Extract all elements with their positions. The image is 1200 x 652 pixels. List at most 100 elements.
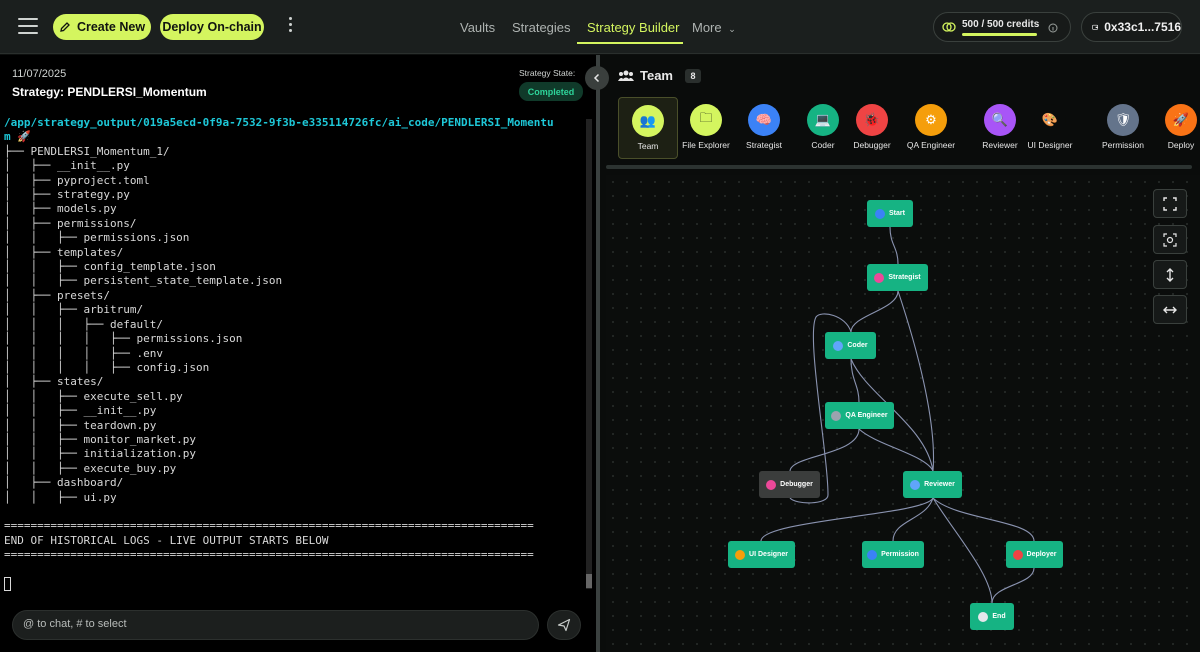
credits-progress-bar (962, 33, 1037, 36)
flow-node-deployer[interactable]: Deployer (1006, 541, 1063, 568)
reviewer-node-icon (910, 479, 921, 490)
flow-edge (858, 428, 934, 472)
horizontal-layout-button[interactable] (1153, 295, 1187, 324)
terminal-panel: 11/07/2025 Strategy: PENDLERSI_Momentum … (0, 55, 596, 652)
agent-qa-engineer[interactable]: ⚙ QA Engineer (901, 97, 961, 159)
uidesigner-node-icon (735, 549, 746, 560)
terminal-lines: ├── PENDLERSI_Momentum_1/ │ ├── __init__… (4, 144, 534, 562)
terminal-output[interactable]: /app/strategy_output/019a5ecd-0f9a-7532-… (4, 116, 590, 596)
panel-divider[interactable] (596, 55, 600, 652)
agent-ui-designer[interactable]: 🎨UI Designer (1020, 97, 1080, 159)
send-icon (557, 618, 571, 632)
permission-node-icon (867, 549, 878, 560)
flow-edge (897, 290, 935, 472)
agent-file-explorer[interactable]: 🗀File Explorer (676, 97, 736, 159)
agent-strategist[interactable]: 🧠Strategist (734, 97, 794, 159)
flow-node-end[interactable]: End (970, 603, 1014, 630)
flow-node-reviewer[interactable]: Reviewer (903, 471, 962, 498)
chat-input-container[interactable] (12, 610, 539, 640)
agent-toolbar-scrollbar[interactable] (606, 165, 1192, 169)
chevron-down-icon: ⌄ (728, 24, 736, 34)
flow-node-coder[interactable]: Coder (825, 332, 876, 359)
info-icon[interactable] (1048, 23, 1058, 33)
builder-panel: Team 8 👥Team🗀File Explorer🧠Strategist💻Co… (600, 55, 1200, 652)
start-node-icon (875, 208, 886, 219)
team-header: Team 8 (618, 68, 701, 83)
agent-label: Debugger (853, 140, 891, 150)
flow-edge (889, 226, 899, 265)
flow-node-qa[interactable]: QA Engineer (825, 402, 894, 429)
menu-icon[interactable] (18, 18, 38, 34)
coder-node-icon (833, 340, 844, 351)
debugger-node-icon (766, 479, 777, 490)
create-new-button[interactable]: Create New (53, 14, 151, 40)
agent-permission[interactable]: 🛡Permission (1093, 97, 1153, 159)
flow-node-uidesigner[interactable]: UI Designer (728, 541, 795, 568)
shield-icon: 🛡 (1107, 104, 1139, 136)
chevron-left-icon (593, 73, 600, 83)
flow-node-start[interactable]: Start (867, 200, 913, 227)
nav-vaults[interactable]: Vaults (460, 20, 496, 35)
flow-node-label: Strategist (888, 274, 921, 281)
chat-input[interactable] (23, 618, 523, 630)
fit-view-button[interactable] (1153, 225, 1187, 254)
flow-node-strategist[interactable]: Strategist (867, 264, 928, 291)
agent-reviewer[interactable]: 🔍Reviewer (970, 97, 1030, 159)
vertical-layout-button[interactable] (1153, 260, 1187, 289)
flow-node-debugger[interactable]: Debugger (759, 471, 820, 498)
terminal-scrollbar[interactable] (586, 119, 592, 589)
scrollbar-thumb[interactable] (586, 574, 592, 588)
top-bar: Create New Deploy On-chain Vaults Strate… (0, 0, 1200, 54)
agent-team[interactable]: 👥Team (618, 97, 678, 159)
flow-edge (850, 358, 934, 472)
nav-more-label: More (692, 20, 722, 35)
nav-more[interactable]: More ⌄ (692, 20, 736, 35)
flow-node-label: UI Designer (749, 551, 788, 558)
wallet-button[interactable]: 0x33c1...7516 (1081, 12, 1182, 42)
flow-edge (850, 290, 899, 333)
flow-node-label: Permission (881, 551, 919, 558)
wallet-icon (1092, 24, 1099, 30)
flow-node-label: End (992, 613, 1006, 620)
team-title: Team (640, 68, 673, 83)
flow-edge (760, 497, 934, 542)
agent-deploy[interactable]: 🚀Deploy (1151, 97, 1200, 159)
flow-node-label: Debugger (780, 481, 813, 488)
coins-icon (942, 22, 956, 32)
strategist-node-icon (874, 272, 885, 283)
agent-toolbar: 👥Team🗀File Explorer🧠Strategist 💻 Coder 🐞 Deb… (618, 97, 1200, 161)
agent-coder[interactable]: 💻 Coder (793, 97, 853, 159)
terminal-cursor (4, 577, 11, 591)
deploy-onchain-button[interactable]: Deploy On-chain (160, 14, 264, 40)
flow-edge (991, 567, 1035, 604)
credits-badge[interactable]: 500 / 500 credits (933, 12, 1071, 42)
team-icon (618, 70, 634, 81)
agent-label: QA Engineer (906, 140, 956, 150)
brain-icon: 🧠 (748, 104, 780, 136)
flow-node-permission[interactable]: Permission (862, 541, 924, 568)
strategy-name: Strategy: PENDLERSI_Momentum (12, 85, 207, 99)
gear-icon: ⚙ (915, 104, 947, 136)
laptop-icon: 💻 (807, 104, 839, 136)
agent-label: Coder (811, 140, 835, 150)
deploy-onchain-label: Deploy On-chain (162, 20, 262, 34)
nav-strategies[interactable]: Strategies (512, 20, 571, 35)
more-options-icon[interactable] (285, 17, 295, 37)
agent-debugger[interactable]: 🐞 Debugger (842, 97, 902, 159)
collapse-panel-button[interactable] (585, 66, 609, 90)
vertical-arrows-icon (1166, 267, 1174, 282)
status-badge: Completed (519, 82, 583, 101)
bug-icon: 🐞 (856, 104, 888, 136)
team-count-badge: 8 (685, 68, 701, 83)
flow-edge (850, 358, 860, 403)
nav-strategy-builder[interactable]: Strategy Builder (587, 20, 680, 35)
flow-node-label: Deployer (1026, 551, 1057, 558)
send-button[interactable] (547, 610, 581, 640)
create-new-label: Create New (76, 20, 146, 34)
active-nav-underline (577, 42, 683, 44)
folder-icon: 🗀 (690, 104, 722, 136)
flow-edges (760, 226, 1035, 604)
fullscreen-button[interactable] (1153, 189, 1187, 218)
horizontal-arrows-icon (1163, 306, 1177, 313)
